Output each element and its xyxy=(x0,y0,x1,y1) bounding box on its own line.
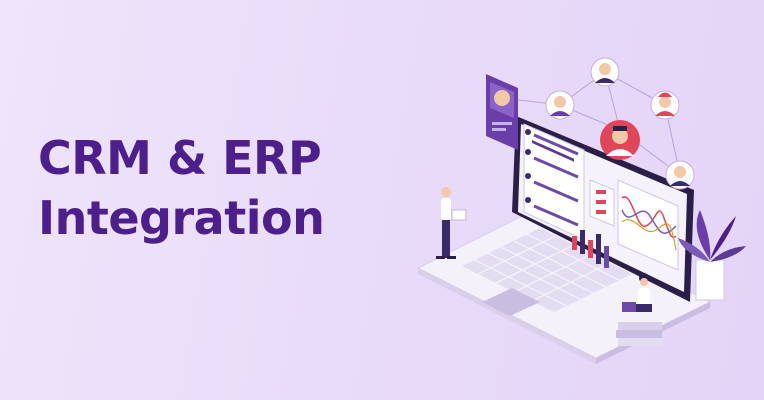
bar-chart-icon xyxy=(572,230,609,268)
user-avatar-icon xyxy=(600,120,640,160)
person-icon xyxy=(616,273,662,346)
headline-line-1: CRM & ERP xyxy=(38,131,322,185)
crm-erp-illustration xyxy=(416,57,746,364)
user-avatar-icon xyxy=(665,160,695,190)
headline-line-2: Integration xyxy=(38,191,325,245)
profile-card xyxy=(486,74,518,150)
user-avatar-icon xyxy=(650,90,680,120)
line-chart-icon xyxy=(617,179,679,271)
user-avatar-icon xyxy=(545,90,575,120)
person-icon xyxy=(436,187,467,259)
screen-form-panel xyxy=(589,179,615,227)
plant-icon xyxy=(678,210,746,301)
user-avatar-icon xyxy=(590,57,620,87)
hero-headline: CRM & ERP Integration xyxy=(38,128,325,248)
